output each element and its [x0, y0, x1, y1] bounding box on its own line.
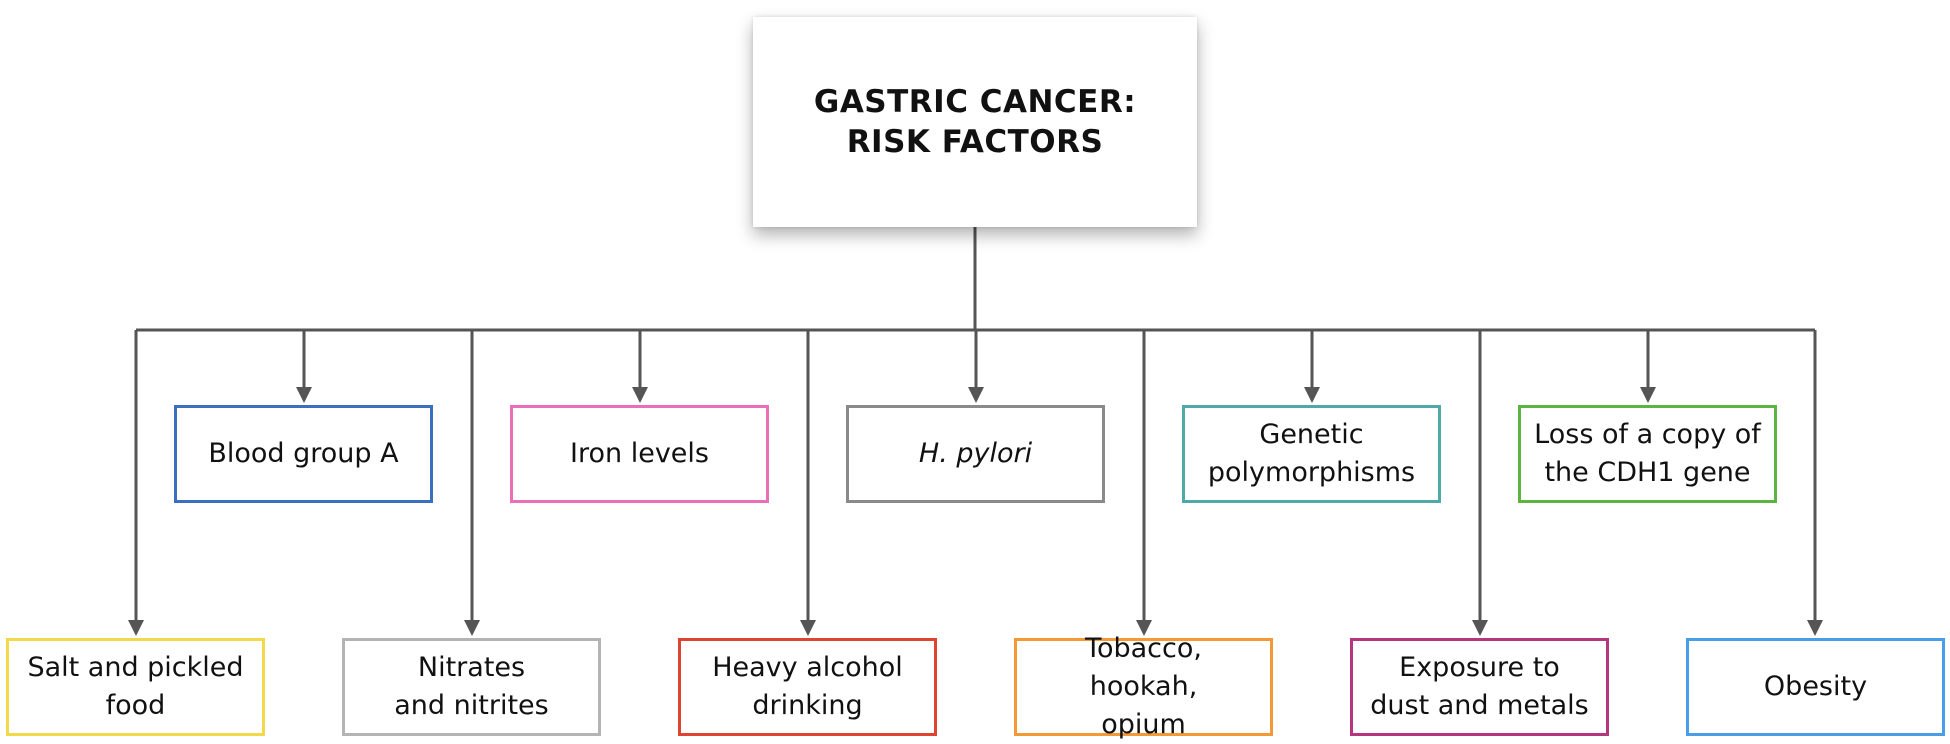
node-nitrates-and-nitrites: Nitrates and nitrites: [342, 638, 601, 736]
node-label: Exposure to dust and metals: [1370, 652, 1589, 721]
arrow-head-upper-2: [968, 387, 984, 403]
node-label: Obesity: [1763, 671, 1868, 702]
node-label: Nitrates and nitrites: [394, 652, 549, 721]
node-label: Heavy alcohol drinking: [712, 652, 903, 721]
node-label: Iron levels: [570, 438, 709, 469]
arrow-head-upper-3: [1304, 387, 1320, 403]
node-label: Genetic polymorphisms: [1207, 419, 1416, 488]
node-loss-of-cdh1-copy: Loss of a copy of the CDH1 gene: [1518, 405, 1777, 503]
arrow-head-lower-1: [464, 620, 480, 636]
node-label: Loss of a copy of the CDH1 gene: [1534, 419, 1761, 488]
node-exposure-to-dust-and-metals: Exposure to dust and metals: [1350, 638, 1609, 736]
arrow-head-upper-1: [632, 387, 648, 403]
root-node-gastric-cancer-risk-factors: GASTRIC CANCER: RISK FACTORS: [753, 17, 1197, 227]
arrow-head-lower-3: [1136, 620, 1152, 636]
node-genetic-polymorphisms: Genetic polymorphisms: [1182, 405, 1441, 503]
node-obesity: Obesity: [1686, 638, 1945, 736]
arrow-head-lower-5: [1807, 620, 1823, 636]
node-label: H. pylori: [918, 438, 1033, 469]
node-blood-group-a: Blood group A: [174, 405, 433, 503]
node-heavy-alcohol-drinking: Heavy alcohol drinking: [678, 638, 937, 736]
node-label: Salt and pickled food: [27, 652, 244, 721]
node-label: Blood group A: [208, 438, 399, 469]
node-iron-levels: Iron levels: [510, 405, 769, 503]
node-tobacco-hookah-opium: Tobacco, hookah, opium: [1014, 633, 1273, 740]
node-h-pylori: H. pylori: [846, 405, 1105, 503]
arrow-head-upper-0: [296, 387, 312, 403]
node-label: Tobacco, hookah, opium: [1085, 633, 1202, 740]
root-title-line-2: RISK FACTORS: [846, 124, 1104, 160]
arrow-head-lower-0: [128, 620, 144, 636]
arrow-head-upper-4: [1640, 387, 1656, 403]
arrow-head-lower-2: [800, 620, 816, 636]
node-salt-and-pickled-food: Salt and pickled food: [6, 638, 265, 736]
arrow-head-lower-4: [1472, 620, 1488, 636]
root-title-line-1: GASTRIC CANCER:: [813, 84, 1137, 120]
